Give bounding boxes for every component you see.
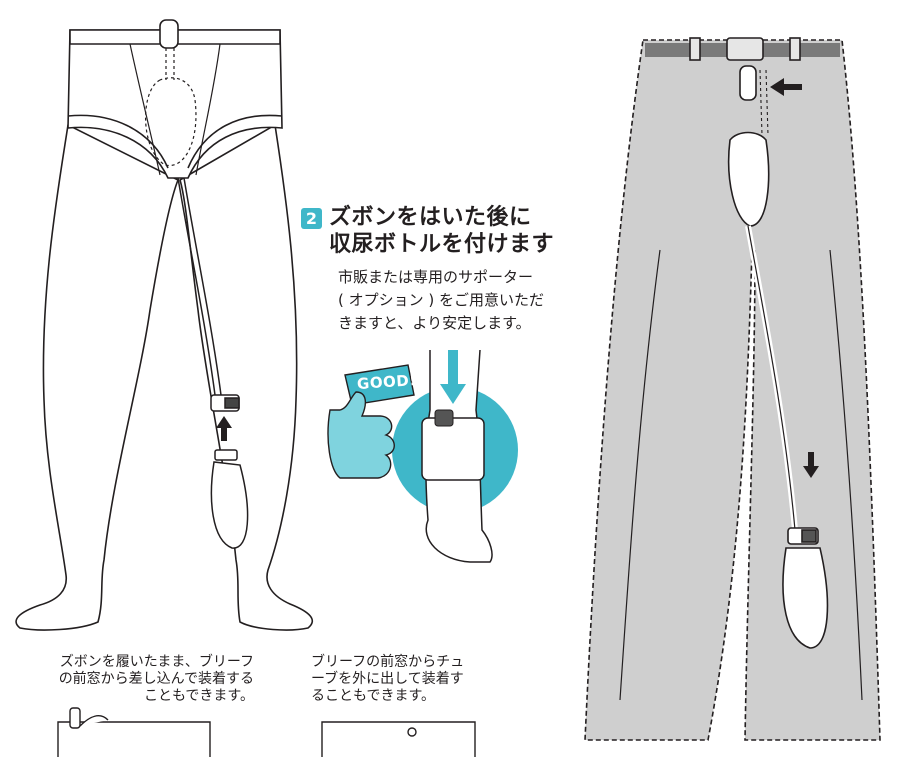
step-heading-line-1: ズボンをはいた後に <box>329 205 532 230</box>
step-heading: ズボンをはいた後に 収尿ボトルを付けます <box>329 204 629 258</box>
caption-left-line-3: こともできます。 <box>143 688 254 704</box>
right-figure-trousers <box>584 37 881 741</box>
arrow-left-icon <box>770 78 802 96</box>
step-number-badge: 2 <box>301 208 322 229</box>
step-note-line-1: 市販または専用のサポーター <box>338 268 534 286</box>
caption-left-line-1: ズボンを履いたまま、ブリーフ <box>59 654 254 670</box>
briefs <box>67 19 283 179</box>
left-tube-bottle <box>177 177 249 549</box>
thumbs-up-icon <box>327 364 415 479</box>
caption-left: ズボンを履いたまま、ブリーフ の前窓から差し込んで装着する こともできます。 <box>14 654 254 705</box>
support-leg-illustration <box>392 349 518 563</box>
step-note: 市販または専用のサポーター ( オプション ) をご用意いただ きますと、より安… <box>338 266 598 335</box>
caption-right-line-1: ブリーフの前窓からチュ <box>311 654 465 670</box>
step-note-line-3: きますと、より安定します。 <box>338 314 531 332</box>
left-figure-legs <box>15 124 314 631</box>
step-heading-line-2: 収尿ボトルを付けます <box>329 232 555 257</box>
caption-left-line-2: の前窓から差し込んで装着する <box>58 671 254 687</box>
caption-right-line-3: ることもできます。 <box>311 688 436 704</box>
arrow-up-icon <box>216 416 232 441</box>
caption-right-line-2: ーブを外に出して装着す <box>311 671 464 687</box>
caption-right: ブリーフの前窓からチュ ーブを外に出して装着す ることもできます。 <box>311 654 511 705</box>
step-note-line-2: ( オプション ) をご用意いただ <box>338 291 545 309</box>
arrow-down-icon <box>803 452 819 478</box>
